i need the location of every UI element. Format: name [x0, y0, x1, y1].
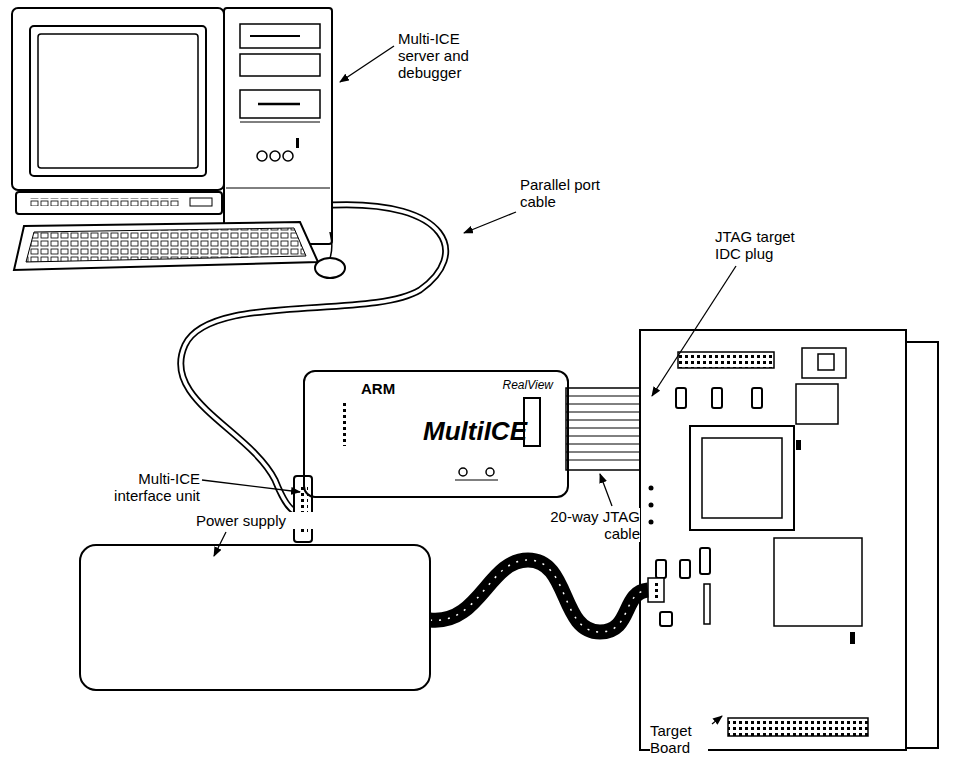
- callout-label: Power supply: [196, 512, 326, 529]
- computer-tower: [250, 35, 300, 37]
- jtag-ribbon-cable: [566, 436, 646, 437]
- target-board: [700, 548, 710, 574]
- jtag-ribbon-cable: [566, 388, 646, 470]
- computer-tower: [270, 151, 280, 161]
- callout-label: Target Board: [650, 722, 708, 756]
- keyboard: [26, 228, 306, 262]
- target-board: [818, 354, 834, 370]
- computer-monitor: [12, 8, 224, 190]
- leader-lines: [202, 480, 300, 492]
- computer-tower: [240, 90, 320, 118]
- jtag-ribbon-cable: [566, 396, 646, 460]
- computer-tower: [224, 8, 332, 244]
- target-board: [660, 612, 672, 626]
- leader-lines: [464, 212, 516, 233]
- leader-lines: [202, 46, 736, 724]
- computer-tower: [258, 103, 300, 106]
- target-board: [774, 538, 862, 626]
- target-board: [676, 388, 686, 408]
- target-board: [652, 582, 660, 598]
- jtag-ribbon-cable: [566, 396, 646, 397]
- jtag-ribbon-cable: [566, 452, 646, 453]
- keyboard: [14, 222, 318, 270]
- computer-tower: [283, 151, 293, 161]
- callout-label: 20-way JTAG cable: [548, 508, 640, 542]
- callout-label: Parallel port cable: [520, 176, 620, 210]
- target-board: [796, 440, 801, 450]
- target-board: [796, 384, 838, 424]
- power-supply: [430, 560, 648, 632]
- target-board: [728, 718, 868, 736]
- jtag-ribbon-cable: [566, 460, 646, 461]
- interface-unit-details: [459, 468, 467, 476]
- target-board: [802, 348, 846, 378]
- power-supply: [80, 545, 430, 690]
- leader-lines: [600, 474, 612, 506]
- computer-monitor: [30, 26, 206, 176]
- interface-unit-details: [294, 398, 540, 542]
- computer-tower: [240, 54, 320, 76]
- target-board: [680, 560, 690, 578]
- leader-lines: [214, 532, 226, 556]
- target-board: [648, 578, 664, 602]
- leader-lines: [340, 46, 394, 82]
- target-board: [656, 560, 666, 578]
- interface-unit: ARM RealViewMultiICE: [303, 370, 569, 498]
- interface-unit-details: [341, 402, 349, 446]
- target-board: [640, 330, 906, 750]
- product-logo: MultiICE: [423, 416, 527, 447]
- target-board: [752, 388, 762, 408]
- callout-label: JTAG target IDC plug: [715, 228, 815, 262]
- power-supply: [80, 545, 648, 690]
- jtag-ribbon-cable: [566, 412, 646, 413]
- target-board: [712, 388, 722, 408]
- jtag-ribbon-cable: [566, 420, 646, 421]
- leader-lines: [652, 266, 736, 396]
- mouse: [315, 232, 345, 278]
- jtag-ribbon-cable: [566, 428, 646, 429]
- power-supply: [430, 560, 648, 632]
- computer-monitor: [38, 34, 198, 168]
- callout-label: Multi-ICE interface unit: [84, 470, 200, 504]
- target-board: [704, 584, 710, 624]
- keyboard: [14, 222, 318, 270]
- computer-tower: [226, 188, 330, 189]
- target-board: [678, 352, 774, 368]
- target-board: [905, 342, 938, 748]
- computer-monitor: [16, 192, 222, 214]
- target-board: [649, 520, 654, 525]
- jtag-ribbon-cable: [566, 404, 646, 405]
- computer-monitor: [12, 8, 224, 214]
- target-board: [649, 486, 654, 491]
- computer-tower: [257, 151, 267, 161]
- computer-tower: [240, 24, 320, 48]
- interface-unit-details: [455, 480, 498, 481]
- jtag-ribbon-cable: [566, 444, 646, 445]
- callout-label: Multi-ICE server and debugger: [398, 30, 490, 81]
- brand-name: ARM: [361, 380, 395, 397]
- target-board: [702, 438, 782, 518]
- target-board: [640, 330, 938, 750]
- computer-monitor: [190, 198, 212, 206]
- product-line: RealView: [503, 378, 553, 392]
- computer-tower: [296, 138, 299, 148]
- target-board: [649, 503, 654, 508]
- computer-monitor: [30, 198, 180, 206]
- interface-unit-details: [486, 468, 494, 476]
- mouse: [330, 232, 332, 258]
- leader-lines: [712, 716, 722, 724]
- computer-tower: [240, 122, 320, 123]
- target-board: [690, 426, 794, 530]
- mouse: [315, 258, 345, 278]
- target-board: [850, 632, 855, 644]
- computer-tower: [224, 8, 332, 244]
